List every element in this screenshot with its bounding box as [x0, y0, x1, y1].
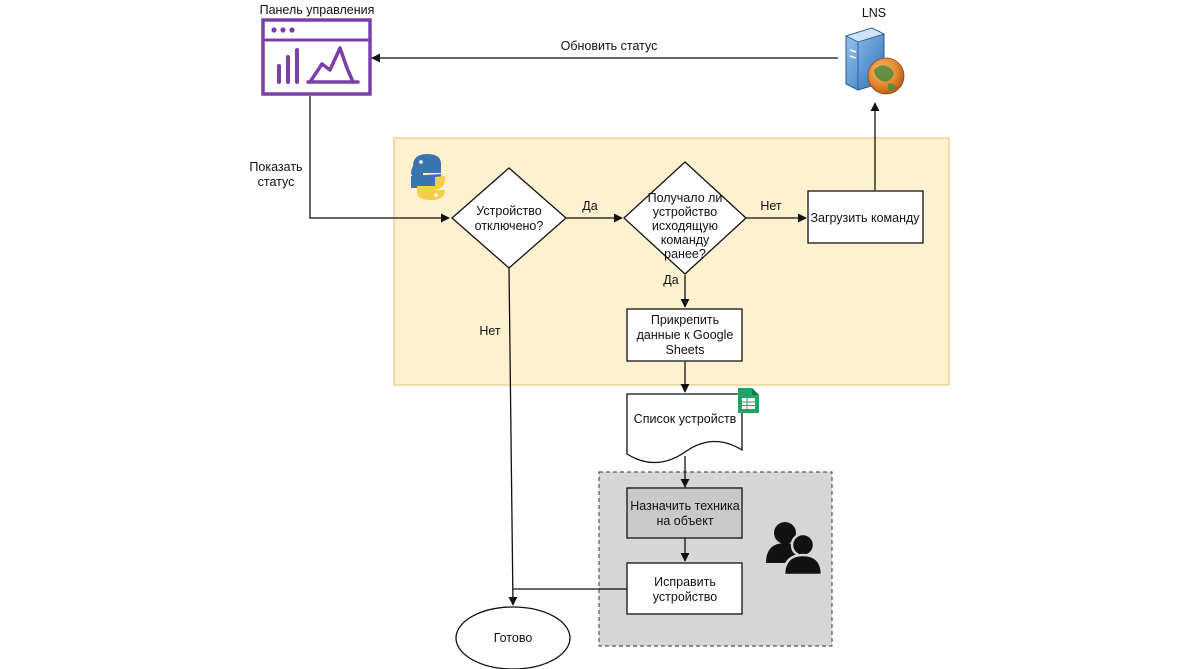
attach-data-line2: данные к Google: [637, 328, 734, 342]
decision-received-line3: исходящую: [652, 219, 718, 233]
node-upload-command: [807, 190, 924, 244]
fix-device-line1: Исправить: [654, 575, 716, 589]
decision-disconnected-line2: отключено?: [475, 219, 544, 233]
decision-disconnected-line1: Устройство: [476, 204, 541, 218]
assign-technician-line1: Назначить техника: [630, 499, 739, 513]
edge-label-no-1: Нет: [479, 324, 501, 338]
edge-label-update-status: Обновить статус: [561, 39, 658, 53]
edge-label-yes-2: Да: [663, 273, 678, 287]
decision-received-line2: устройство: [653, 205, 717, 219]
done-label: Готово: [494, 631, 533, 645]
attach-data-line3: Sheets: [666, 343, 705, 357]
decision-received-line5: ранее?: [664, 247, 706, 261]
fix-device-line2: устройство: [653, 590, 717, 604]
dashboard-chart-icon: [261, 18, 372, 96]
node-fix-device: [626, 562, 743, 615]
node-attach-data: [626, 308, 743, 362]
decision-received-command: [623, 161, 747, 275]
edge-label-no-2: Нет: [760, 199, 782, 213]
decision-received-line4: команду: [661, 233, 710, 247]
edge-show-status: [309, 96, 450, 223]
node-device-list: [626, 393, 743, 464]
decision-device-disconnected: [451, 167, 567, 269]
python-logo-icon: [411, 154, 446, 200]
node-assign-technician: [626, 487, 743, 539]
attach-data-line1: Прикрепить: [651, 313, 719, 327]
dashboard-title: Панель управления: [260, 3, 375, 17]
edge-label-show-status-line1: Показать: [249, 160, 302, 174]
google-sheets-icon: [738, 388, 759, 413]
lns-title: LNS: [862, 6, 886, 20]
assign-technician-line2: на объект: [656, 514, 713, 528]
edge-no-1: [508, 267, 518, 606]
decision-received-line1: Получало ли: [648, 191, 723, 205]
edge-label-show-status-line2: статус: [258, 175, 295, 189]
users-icon: [766, 522, 824, 577]
device-list-label: Список устройств: [634, 412, 737, 426]
server-globe-icon: [844, 27, 905, 95]
edge-label-yes-1: Да: [582, 199, 597, 213]
upload-command-label: Загрузить команду: [810, 211, 920, 225]
node-done: [455, 606, 571, 669]
